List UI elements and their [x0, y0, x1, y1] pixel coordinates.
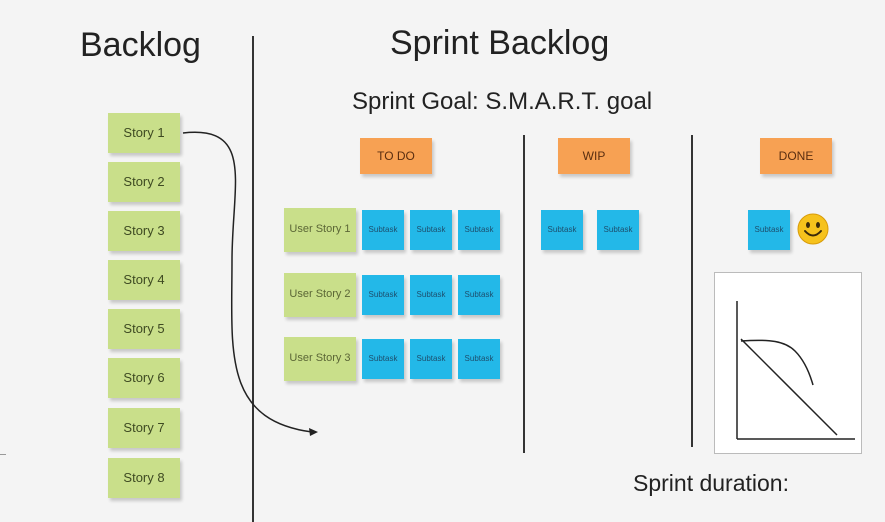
sprint-duration-label: Sprint duration:	[633, 470, 789, 496]
sprint-backlog-title: Sprint Backlog	[390, 24, 610, 62]
backlog-story-2[interactable]: Story 2	[108, 162, 180, 202]
backlog-story-4[interactable]: Story 4	[108, 260, 180, 300]
sprint-goal-label: Sprint Goal: S.M.A.R.T. goal	[352, 88, 653, 115]
backlog-story-1[interactable]: Story 1	[108, 113, 180, 153]
done-subtask[interactable]: Subtask	[748, 210, 790, 250]
wip-subtask[interactable]: Subtask	[541, 210, 583, 250]
wip-subtask[interactable]: Subtask	[597, 210, 639, 250]
backlog-story-7[interactable]: Story 7	[108, 408, 180, 448]
wip-done-divider	[691, 135, 693, 447]
column-header-wip[interactable]: WIP	[558, 138, 630, 174]
todo-subtask[interactable]: Subtask	[410, 275, 452, 315]
todo-subtask[interactable]: Subtask	[410, 339, 452, 379]
todo-subtask[interactable]: Subtask	[362, 339, 404, 379]
column-header-todo[interactable]: TO DO	[360, 138, 432, 174]
todo-wip-divider	[523, 135, 525, 453]
burndown-chart-sketch	[736, 301, 855, 440]
backlog-title: Backlog	[80, 26, 201, 64]
backlog-story-8[interactable]: Story 8	[108, 458, 180, 498]
todo-subtask[interactable]: Subtask	[458, 210, 500, 250]
todo-subtask[interactable]: Subtask	[362, 210, 404, 250]
edge-tick-mark	[0, 454, 6, 455]
user-story-1[interactable]: User Story 1	[284, 208, 356, 252]
user-story-2[interactable]: User Story 2	[284, 273, 356, 317]
todo-subtask[interactable]: Subtask	[458, 339, 500, 379]
backlog-story-6[interactable]: Story 6	[108, 358, 180, 398]
burndown-chart	[714, 272, 862, 454]
backlog-divider	[252, 36, 254, 522]
backlog-story-3[interactable]: Story 3	[108, 211, 180, 251]
todo-subtask[interactable]: Subtask	[458, 275, 500, 315]
column-header-done[interactable]: DONE	[760, 138, 832, 174]
user-story-3[interactable]: User Story 3	[284, 337, 356, 381]
todo-subtask[interactable]: Subtask	[362, 275, 404, 315]
todo-subtask[interactable]: Subtask	[410, 210, 452, 250]
smiley-face-icon	[797, 213, 829, 245]
backlog-story-5[interactable]: Story 5	[108, 309, 180, 349]
